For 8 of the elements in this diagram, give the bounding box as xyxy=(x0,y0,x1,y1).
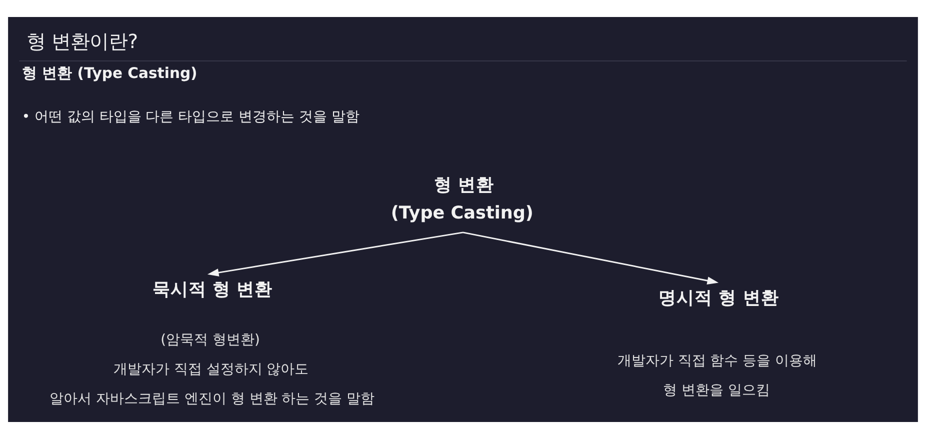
label: 형 변환 (Type Casting) xyxy=(22,64,198,82)
node-text: 형 변환 (Type Casting) xyxy=(390,176,534,224)
arrow xyxy=(207,232,464,276)
diagram-title: 형 변환이란? xyxy=(26,30,138,53)
node-text: 명시적 형 변환 개발자가 직접 함수 등을 이용해 형 변환을 일으킴 xyxy=(617,288,818,399)
node-text: 묵시적 형 변환 (암묵적 형변환) 개발자가 직접 설정하지 않아도 알아서 자바스크립트 엔진이 형 변환 하는 것을 말함 xyxy=(50,280,375,408)
arrow xyxy=(462,232,719,284)
label: • 어떤 값의 타입을 다른 타입으로 변경하는 것을 말함 xyxy=(22,109,360,126)
